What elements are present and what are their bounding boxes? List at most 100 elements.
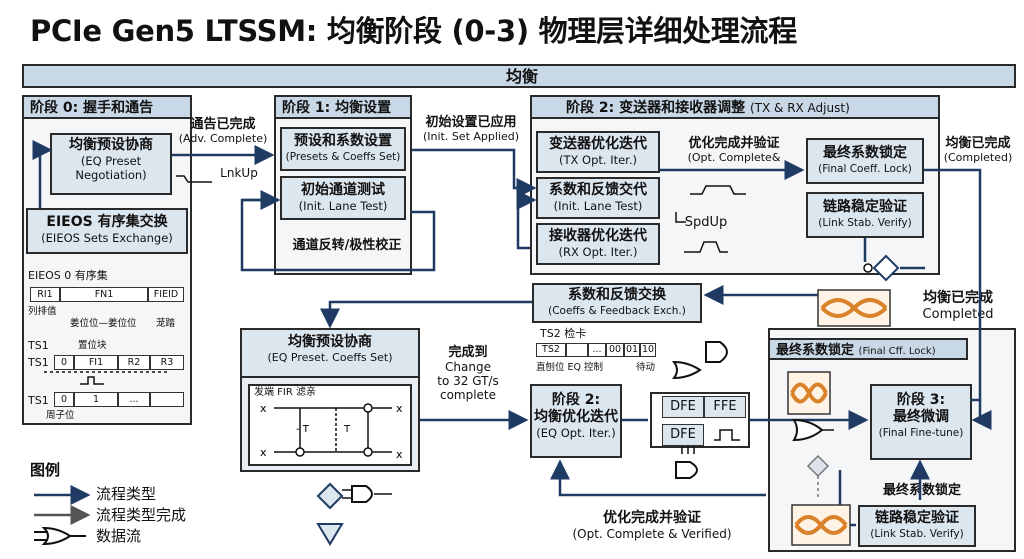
rx-opt-cn: 接收器优化迭代 <box>549 228 647 244</box>
rx-opt-en: (RX Opt. Iter.) <box>558 245 638 259</box>
link-stab-verify-en: (Link Stab. Verify) <box>818 217 912 229</box>
opt-bottom-en: (Opt. Complete & Verified) <box>572 527 732 541</box>
opt-bottom-label: 优化完成并验证 (Opt. Complete & Verified) <box>552 510 752 541</box>
adv-complete-en: (Adv. Complete) <box>178 132 268 145</box>
preset-negotiation-box[interactable]: 均衡预设协商 (EQ Preset Negotiation) <box>50 133 172 195</box>
pos-block-label: 置位块 <box>78 340 107 351</box>
coeff-exchange-cn: 系数和反馈交换 <box>568 287 666 303</box>
tx-opt-en: (TX Opt. Iter.) <box>558 153 637 167</box>
rx-opt-box[interactable]: 接收器优化迭代 (RX Opt. Iter.) <box>536 223 660 265</box>
ts2-cell-0: TS2 <box>536 343 566 357</box>
opt-complete-en: (Opt. Complete& <box>687 151 781 164</box>
or-gate-final <box>792 418 824 442</box>
preset-lower-title[interactable]: 均衡预设协商 (EQ Preset. Coeffs Set) <box>240 328 420 378</box>
circle-phase2 <box>863 263 873 273</box>
and-gate-lines <box>342 489 392 499</box>
link-stab-lower-en: (Link Stab. Verify) <box>870 528 964 540</box>
equalization-banner: 均衡 <box>22 64 1016 88</box>
eq-opt-iter-box[interactable]: 阶段 2: 均衡优化迭代 (EQ Opt. Iter.) <box>530 384 622 458</box>
and-gate-lower <box>351 485 373 503</box>
opt-bottom-cn: 优化完成并验证 <box>603 510 701 526</box>
eq-opt-iter-header: 阶段 2: <box>551 392 601 408</box>
final-coeff-lock-en: (Final Coeff. Lock) <box>818 163 912 175</box>
eieos-field-fn1: FN1 <box>60 287 148 302</box>
change-en1: Change <box>445 360 491 374</box>
link-stab-lower-box[interactable]: 链路稳定验证 (Link Stab. Verify) <box>858 505 976 547</box>
phase2-header-cn: 阶段 2: 变送器和接收器调整 <box>566 100 746 116</box>
ts1-row2-c1: 1 <box>74 392 118 407</box>
eye-diagram-bottom <box>791 504 851 546</box>
ts1-row1-c3: R3 <box>150 355 184 370</box>
ts1-label-a: TS1 <box>28 339 49 352</box>
col-value-label: 列排值 <box>28 306 57 317</box>
ts1-label-b: TS1 <box>28 356 49 369</box>
fir-node-3 <box>363 403 373 413</box>
init-applied-en: (Init. Set Applied) <box>422 130 520 143</box>
phase3-cn: 最终微调 <box>893 409 949 425</box>
final-lock-header: 最终系数锁定 (Final Cff. Lock) <box>768 338 968 360</box>
init-lane-test-box[interactable]: 初始通道测试 (Init. Lane Test) <box>280 176 406 220</box>
final-coeff-lock-box[interactable]: 最终系数锁定 (Final Coeff. Lock) <box>806 138 924 184</box>
link-stab-lower-cn: 链路稳定验证 <box>875 510 959 526</box>
fir-xk: x <box>260 402 267 415</box>
phase3-box[interactable]: 阶段 3: 最终微调 (Final Fine-tune) <box>870 384 972 460</box>
ts2-cell-1 <box>566 343 588 357</box>
init-applied-label: 初始设置已应用 (Init. Set Applied) <box>412 116 530 144</box>
link-stab-verify-cn: 链路稳定验证 <box>823 199 907 215</box>
ts2-label: TS2 检卡 <box>540 327 587 340</box>
eieos-set-label: EIEOS 0 有序集 <box>28 269 108 282</box>
final-coeff-lock-cn: 最终系数锁定 <box>823 145 907 161</box>
eye-diagram-top <box>817 289 891 327</box>
ts1-row1-c1: FI1 <box>74 355 118 370</box>
coeff-exchange-en: (Coeffs & Feedback Exch.) <box>548 305 686 317</box>
eye-diagram-mid <box>787 371 831 415</box>
tail-label: 茏踏 <box>156 318 176 329</box>
coeff-exchange-box[interactable]: 系数和反馈交换 (Coeffs & Feedback Exch.) <box>532 283 702 323</box>
ts1-pulse <box>80 376 104 385</box>
link-stab-verify-box[interactable]: 链路稳定验证 (Link Stab. Verify) <box>806 192 924 238</box>
diamond-final <box>806 454 830 478</box>
legend-or-gate <box>41 526 72 546</box>
tone-label: 姜位位—姜位位 <box>70 318 137 329</box>
final-lock-header-cn: 最终系数锁定 <box>776 343 855 358</box>
legend-item-flow-done: 流程类型完成 <box>96 506 187 524</box>
fir-xout: x <box>396 402 403 415</box>
opt-complete-cn: 优化完成并验证 <box>688 136 780 151</box>
ts2-cell-2: ... <box>588 343 606 357</box>
presets-coeffs-box[interactable]: 预设和系数设置 (Presets & Coeffs Set) <box>280 127 406 171</box>
phase2-waveform-2 <box>675 212 686 223</box>
ts2-cell-5: 10 <box>640 343 656 357</box>
phase0-header: 阶段 0: 握手和通告 <box>22 95 192 119</box>
final-lock-label: 最终系数锁定 <box>882 483 961 498</box>
legend-title: 图例 <box>30 461 61 479</box>
ts2-under-label: 直刨位 EQ 控制 <box>536 362 604 373</box>
triangle-lower-preset <box>316 523 344 546</box>
coeff-feedback-box[interactable]: 系数和反馈交代 (Init. Lane Test) <box>536 177 660 219</box>
phase2-header: 阶段 2: 变送器和接收器调整 (TX & RX Adjust) <box>530 95 940 119</box>
change-32gt-label: 完成到 Change to 32 GT/s complete <box>428 345 508 403</box>
phase3-header: 阶段 3: <box>896 392 946 408</box>
coeff-feedback-en: (Init. Lane Test) <box>553 199 643 213</box>
phase2-waveform-3 <box>684 241 728 253</box>
adv-complete-cn: 通告已完成 <box>190 117 256 132</box>
arrow-eq-done <box>924 168 982 402</box>
ffe-cell: FFE <box>704 396 746 418</box>
eq-done-label: 均衡已完成 (Completed) <box>934 137 1022 165</box>
legend-item-flow: 流程类型 <box>96 485 157 503</box>
change-en3: complete <box>439 388 497 402</box>
init-lane-test-cn: 初始通道测试 <box>301 182 385 198</box>
ts2-cell-3: 00 <box>606 343 624 357</box>
arrow-phase0-loop <box>32 140 53 208</box>
init-applied-cn: 初始设置已应用 <box>425 115 517 130</box>
legend-or-out <box>34 531 86 541</box>
diamond-phase2 <box>872 254 900 282</box>
eieos-field-fieid: FIEID <box>148 287 184 302</box>
dfe-cell-2: DFE <box>662 424 704 446</box>
ts2-cell-4: 01 <box>624 343 640 357</box>
lnkup-label: LnkUp <box>220 166 258 180</box>
phase2-waveform-1 <box>690 185 746 195</box>
change-cn: 完成到 <box>448 345 488 360</box>
eieos-exchange-box[interactable]: EIEOS 有序集交换 (EIEOS Sets Exchange) <box>26 208 188 254</box>
tx-opt-box[interactable]: 变送器优化迭代 (TX Opt. Iter.) <box>536 131 660 173</box>
